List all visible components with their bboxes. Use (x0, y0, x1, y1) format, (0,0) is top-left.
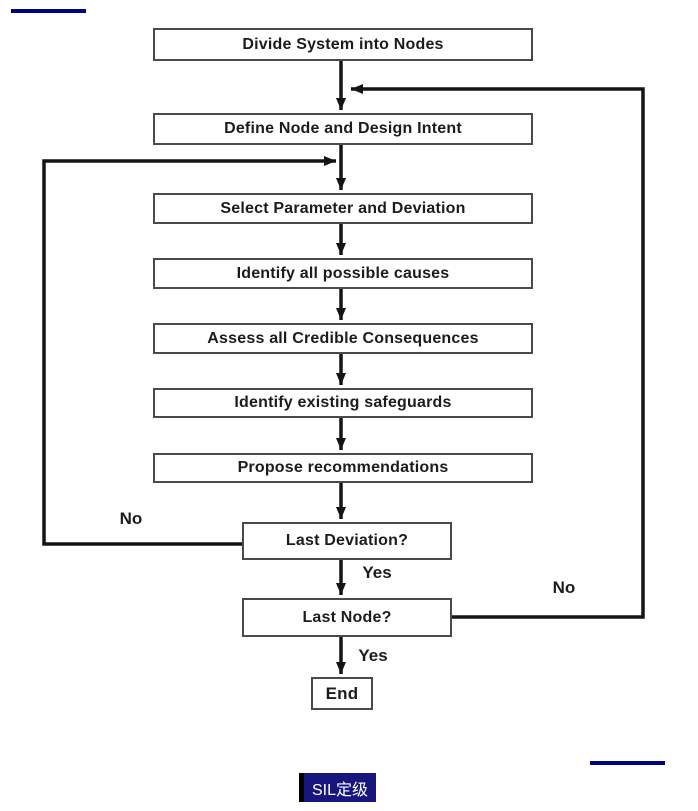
flow-node-label: Last Node? (302, 608, 392, 626)
flow-node-propose-recommendations: Propose recommendations (153, 453, 533, 483)
flow-node-label: Select Parameter and Deviation (220, 199, 466, 217)
bottom-right-rule (590, 761, 665, 765)
flow-node-identify-safeguards: Identify existing safeguards (153, 388, 533, 418)
flow-node-label: End (325, 683, 359, 703)
flow-node-label: Identify all possible causes (236, 264, 450, 282)
flow-node-last-node: Last Node? (242, 598, 452, 637)
flow-node-label: Identify existing safeguards (234, 394, 452, 411)
flow-node-last-deviation: Last Deviation? (242, 522, 452, 560)
flow-node-define-node: Define Node and Design Intent (153, 113, 533, 145)
flow-node-assess-consequences: Assess all Credible Consequences (153, 323, 533, 354)
flow-node-label: Last Deviation? (285, 532, 409, 549)
flow-node-select-parameter: Select Parameter and Deviation (153, 193, 533, 224)
edge-label-no-last-deviation: No (119, 509, 143, 528)
flow-node-end: End (311, 677, 373, 710)
flow-node-label: Divide System into Nodes (242, 35, 444, 53)
edge-label-yes-last-deviation: Yes (362, 563, 392, 582)
flow-node-label: Assess all Credible Consequences (207, 329, 479, 347)
sil-badge-label: SIL定级 (312, 781, 369, 799)
flow-node-divide-system: Divide System into Nodes (153, 28, 533, 61)
connector-lastdeviation-no-loop (42, 156, 336, 546)
flow-node-identify-causes: Identify all possible causes (153, 258, 533, 289)
edge-label-yes-last-node: Yes (358, 646, 388, 665)
edge-label-no-last-node: No (552, 578, 576, 597)
flow-node-label: Define Node and Design Intent (224, 120, 462, 137)
flow-node-label: Propose recommendations (237, 459, 449, 476)
sil-badge[interactable]: SIL定级 (299, 773, 377, 802)
top-left-rule (11, 9, 86, 13)
connector-lastnode-no-loop (351, 84, 645, 619)
